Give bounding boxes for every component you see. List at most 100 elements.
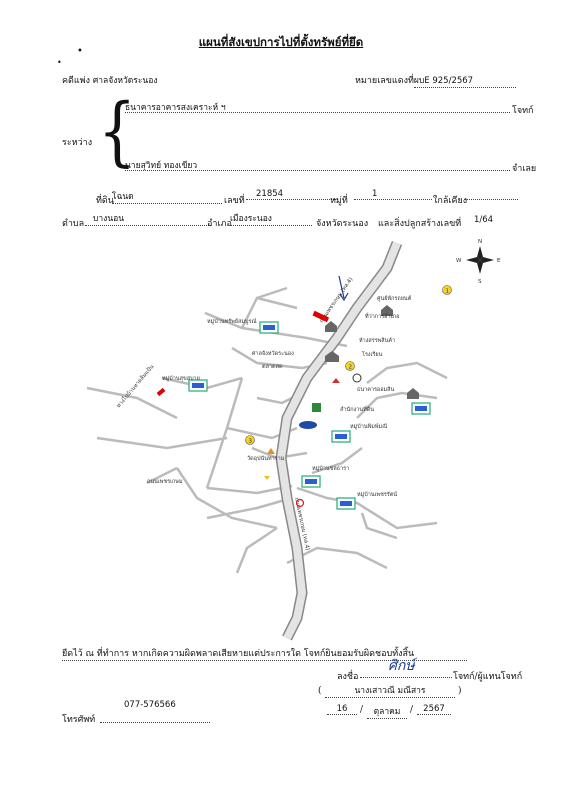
number-value: 21854 — [246, 189, 338, 200]
amphoe-value: เมืองระนอง — [230, 211, 312, 226]
shell-icon — [264, 476, 270, 480]
building-value: 1/64 — [474, 215, 494, 225]
village-icon — [336, 497, 356, 510]
property-marker-2 — [156, 387, 166, 397]
case-number: ผบE 925/2567 — [413, 73, 516, 88]
phone-line — [100, 712, 210, 723]
building-text: และสิ่งปลูกสร้างเลขที่ — [378, 219, 462, 229]
label-8: วัดอุปนันทาราม — [247, 455, 285, 462]
temple-icon — [267, 448, 275, 454]
toyota-icon — [295, 498, 305, 508]
main-road — [276, 241, 401, 640]
court-label: คดีแพ่ง — [62, 76, 90, 86]
tambon-value: บางนอน — [85, 211, 211, 226]
misc-icons — [264, 373, 362, 508]
store-icon — [312, 403, 321, 412]
compass-icon: N S E W — [456, 239, 501, 285]
dot-mark: • — [77, 46, 83, 57]
phone-value: 077-576566 — [124, 700, 176, 710]
land-label: ที่ดิน — [96, 196, 114, 206]
marker-2: 2 — [345, 361, 355, 371]
date-month: ตุลาคม — [367, 704, 407, 719]
building-icons — [325, 305, 419, 399]
signer-open-paren: ( — [318, 686, 322, 696]
village-icon — [301, 475, 321, 488]
case-row: หมายเลขแดงที่ผบE 925/2567 — [355, 73, 516, 88]
label-12: หมู่บ้านชลธารา — [312, 465, 349, 472]
tambon-label: ตำบล — [62, 219, 85, 229]
plaintiff-role: โจทก์ — [512, 106, 534, 116]
label-5: ศาลจังหวัดระนอง — [252, 350, 294, 357]
label-7: ตลาดสด — [262, 363, 283, 370]
compass-e: E — [497, 258, 501, 264]
sign-role: โจทก์/ผู้แทนโจทก์ — [453, 672, 523, 682]
signer-name: นางเสาวณี มณีสาร — [325, 683, 455, 698]
pen-arrow-icon — [338, 275, 349, 302]
village-icon — [331, 430, 351, 443]
near-value — [464, 189, 518, 200]
date-sep-1: / — [360, 705, 364, 715]
label-2: ที่ว่าการอำเภอ — [365, 312, 400, 320]
label-15: ถนนเพชรเกษม — [147, 478, 183, 485]
svg-text:1: 1 — [446, 289, 450, 295]
compass-s: S — [478, 279, 482, 285]
number-label: เลขที่ — [224, 196, 245, 206]
village-icon — [188, 379, 208, 392]
defendant-line: นายสุวิทย์ ทองเขียว — [125, 158, 510, 171]
label-1: ศูนย์พักรถยนต์ — [377, 295, 412, 302]
compass-w: W — [456, 258, 462, 264]
court-row: คดีแพ่ง ศาลจังหวัดระนอง — [62, 73, 157, 87]
land-type: โฉนด — [112, 189, 222, 204]
building-icon — [407, 388, 419, 399]
phone-label: โทรศัพท์ — [62, 715, 96, 725]
label-16: ทางไปบ้านหาดส้มแป้น — [115, 363, 155, 409]
amphoe-label: อำเภอ — [207, 219, 232, 229]
village-icon — [259, 321, 279, 334]
label-11: หมู่บ้านพิมพ์มณี — [350, 423, 387, 430]
disclaimer: ยืดไว้ ณ ที่ทำการ หากเกิดความผิดพลาดเสีย… — [62, 646, 467, 661]
label-14: หมู่บ้านเพชรรัตน์ — [357, 491, 397, 498]
building-icon — [325, 351, 339, 362]
signature-icon: ศิกษ์ — [388, 658, 415, 674]
compass-n: N — [478, 239, 482, 245]
date-day: 16 — [327, 704, 357, 715]
marker-1: 1 — [442, 285, 452, 295]
date-sep-2: / — [410, 705, 414, 715]
label-10: สำนักงานที่ดิน — [340, 405, 374, 413]
case-label: หมายเลขแดงที่ — [355, 76, 414, 86]
label-4: โรงเรียน — [362, 350, 383, 358]
plaintiff-line: ธนาคารอาคารสงเคราะห์ ฯ — [125, 100, 510, 113]
label-6: หมู่บ้านสุขสบาย — [162, 375, 200, 382]
signature-line: ศิกษ์ — [360, 658, 452, 678]
building-icon — [381, 305, 393, 316]
property-marker — [312, 310, 330, 323]
defendant-role: จำเลย — [512, 164, 537, 174]
car-dealer-icon — [299, 421, 317, 429]
dot-mark-2: • — [57, 58, 62, 67]
date-year: 2567 — [417, 704, 451, 715]
brace-icon: { — [98, 88, 137, 176]
mitsubishi-icon — [332, 378, 340, 383]
building-icon — [325, 321, 337, 332]
sign-label: ลงชื่อ — [337, 672, 359, 682]
map-svg: ถนนเพชรเกษม (ทล.4) ถนนเพชรเกษม (ทล.4) N … — [86, 239, 501, 641]
hospital-icon — [352, 373, 362, 383]
plaintiff-name: ธนาคารอาคารสงเคราะห์ ฯ — [125, 103, 226, 113]
province-text: จังหวัดระนอง — [316, 219, 369, 229]
court-value: ศาลจังหวัดระนอง — [92, 76, 158, 86]
svg-text:3: 3 — [249, 439, 253, 445]
moo-value: 1 — [354, 189, 432, 200]
moo-label: หมู่ที่ — [330, 196, 348, 206]
label-3: ห้างสรรพสินค้า — [359, 337, 395, 344]
svg-text:2: 2 — [349, 365, 353, 371]
between-label: ระหว่าง — [62, 138, 93, 148]
label-13: หมู่บ้านทรัพย์สมบูรณ์ — [207, 318, 257, 325]
page-title: แผนที่สังเขปการไปที่ตั้งทรัพย์ที่ยึด — [198, 35, 364, 49]
signer-close-paren: ) — [458, 686, 462, 696]
label-9: ธนาคารออมสิน — [357, 386, 395, 393]
near-label: ใกล้เคียง — [433, 196, 468, 206]
village-icon — [411, 402, 431, 415]
village-icons — [188, 321, 431, 510]
marker-3: 3 — [245, 435, 255, 445]
location-map: ถนนเพชรเกษม (ทล.4) ถนนเพชรเกษม (ทล.4) N … — [57, 228, 524, 643]
